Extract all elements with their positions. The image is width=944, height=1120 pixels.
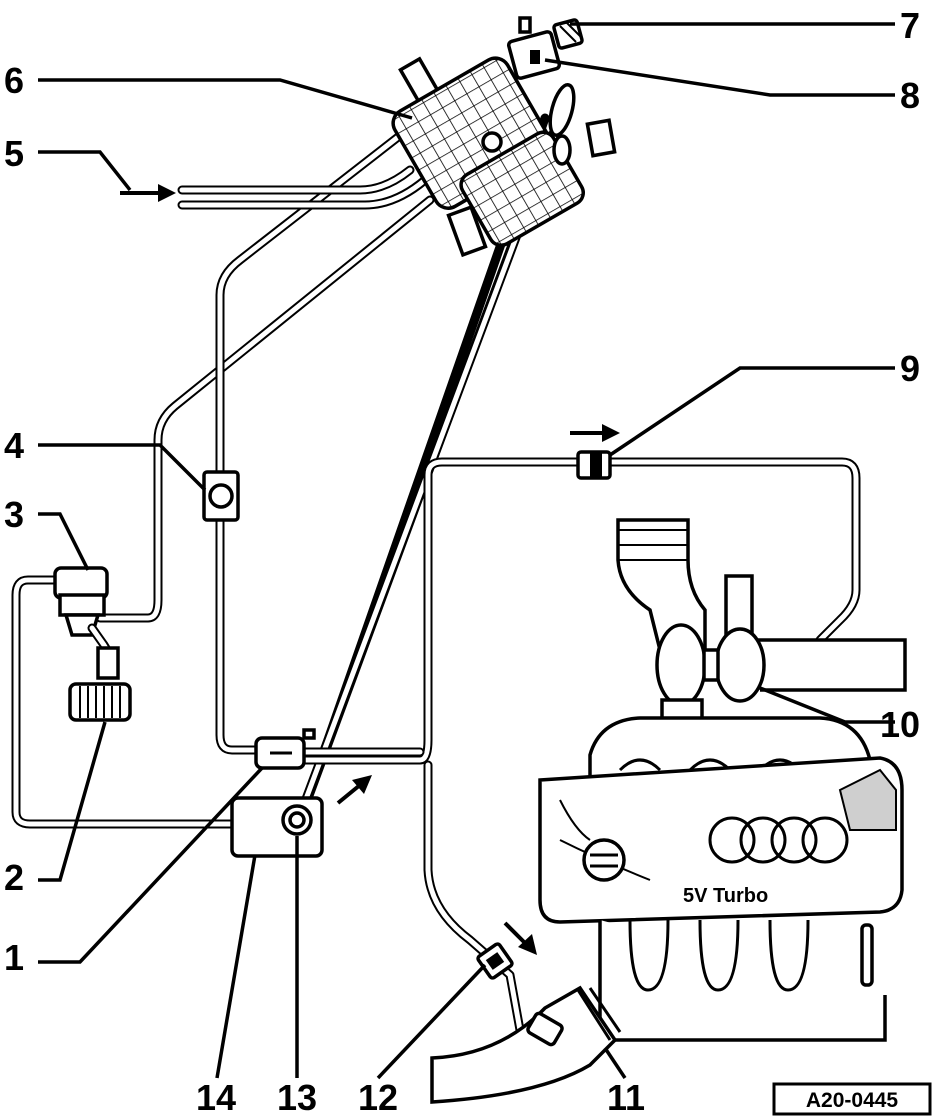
callout-6: 6 — [4, 60, 24, 101]
callout-5: 5 — [4, 133, 24, 174]
callout-2: 2 — [4, 857, 24, 898]
connector-12 — [476, 942, 514, 980]
callouts: 1 2 3 4 5 6 7 8 9 10 11 12 13 14 — [4, 5, 920, 1118]
callout-10: 10 — [880, 704, 920, 745]
callout-4: 4 — [4, 425, 24, 466]
connector-9 — [576, 450, 612, 480]
figure-ref-label: A20-0445 — [806, 1089, 899, 1112]
callout-11: 11 — [607, 1077, 645, 1118]
intake-hose-11 — [430, 985, 622, 1104]
callout-13: 13 — [277, 1077, 317, 1118]
restrictor-4 — [202, 470, 240, 522]
figure-reference: A20-0445 — [772, 1082, 932, 1116]
engine-label: 5V Turbo — [683, 885, 768, 907]
valve-assembly-6 — [391, 56, 617, 258]
valve-3 — [53, 566, 120, 680]
callout-7: 7 — [900, 5, 920, 46]
check-valve-1 — [254, 728, 316, 770]
callout-12: 12 — [358, 1077, 398, 1118]
flow-arrows — [120, 184, 620, 955]
sensor-7-8 — [506, 16, 584, 80]
filter-2 — [68, 682, 132, 722]
engine-block: 5V Turbo — [538, 716, 904, 1042]
audi-rings-logo — [708, 816, 849, 864]
callout-1: 1 — [4, 937, 24, 978]
callout-8: 8 — [900, 75, 920, 116]
callout-14: 14 — [196, 1077, 236, 1118]
callout-9: 9 — [900, 348, 920, 389]
control-box-14 — [230, 796, 324, 858]
leader-lines — [38, 22, 895, 1080]
callout-3: 3 — [4, 494, 24, 535]
turbocharger-10 — [616, 518, 907, 724]
